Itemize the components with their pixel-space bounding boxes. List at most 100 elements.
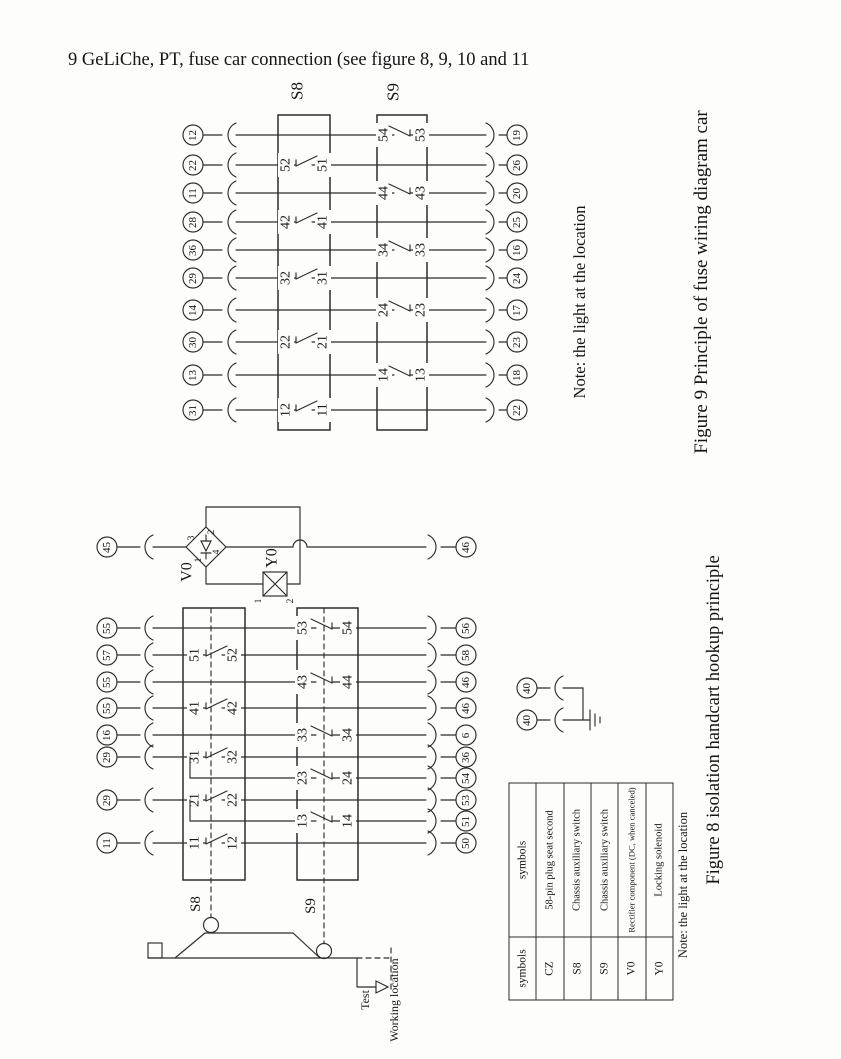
terminal-11: 11 — [96, 832, 118, 854]
terminal-number: 25 — [511, 217, 523, 229]
terminal-number: 53 — [460, 795, 472, 807]
terminal-number: 40 — [521, 683, 533, 695]
table-cell: Chassis auxiliary switch — [590, 782, 618, 937]
contact-number: 21 — [188, 793, 203, 807]
terminal-17: 17 — [506, 299, 528, 321]
terminal-number: 56 — [460, 623, 472, 635]
terminal-number: 57 — [101, 650, 113, 662]
contact-number: 13 — [414, 368, 429, 382]
contact-number: 52 — [226, 648, 241, 662]
terminal-number: 6 — [460, 732, 472, 738]
contact-number: 34 — [341, 728, 356, 742]
terminal-26: 26 — [506, 154, 528, 176]
contact-number: 34 — [377, 243, 392, 257]
connector-s9-label: S9 — [384, 83, 403, 101]
terminal-number: 46 — [460, 677, 472, 689]
contact-number: 24 — [377, 303, 392, 317]
solenoid-label: Y0 — [264, 548, 281, 568]
table-cell: S8 — [563, 936, 591, 1000]
terminal-number: 23 — [511, 337, 523, 349]
table-cell: V0 — [617, 936, 646, 1000]
contact-number: 33 — [296, 728, 311, 742]
contact-number: 43 — [414, 186, 429, 200]
terminal-13: 13 — [182, 364, 204, 386]
terminal-number: 55 — [101, 623, 113, 635]
terminal-number: 22 — [187, 160, 199, 171]
contact-number: 23 — [296, 771, 311, 785]
contact-number: 54 — [377, 128, 392, 142]
contact-number: 23 — [414, 303, 429, 317]
table-header: symbols — [508, 936, 536, 1000]
terminal-number: 19 — [511, 130, 523, 142]
terminal-54: 54 — [455, 767, 477, 789]
terminal-22: 22 — [182, 154, 204, 176]
solenoid-pin: 2 — [286, 598, 296, 603]
terminal-number: 45 — [101, 542, 113, 554]
terminal-58: 58 — [455, 644, 477, 666]
table-cell: Y0 — [645, 936, 673, 1000]
contact-number: 53 — [414, 128, 429, 142]
contact-number: 51 — [316, 158, 331, 172]
figure9-caption: Figure 9 Principle of fuse wiring diagra… — [691, 110, 712, 454]
terminal-40: 40 — [516, 709, 538, 731]
terminal-number: 11 — [187, 188, 199, 199]
terminal-number: 50 — [460, 838, 472, 850]
figure8-caption: Figure 8 isolation handcart hookup princ… — [704, 555, 724, 885]
terminal-24: 24 — [506, 267, 528, 289]
terminal-46: 46 — [455, 697, 477, 719]
terminal-number: 58 — [460, 650, 472, 662]
test-position-label: Test — [358, 989, 372, 1009]
rectifier-pin: 1 — [194, 557, 204, 562]
terminal-number: 20 — [511, 188, 523, 200]
contact-number: 32 — [279, 271, 294, 285]
terminal-55: 55 — [96, 697, 118, 719]
terminal-31: 31 — [182, 399, 204, 421]
contact-number: 54 — [341, 621, 356, 635]
terminal-16: 16 — [96, 724, 118, 746]
terminal-number: 11 — [101, 838, 113, 849]
contact-number: 24 — [341, 771, 356, 785]
contact-number: 31 — [316, 271, 331, 285]
contact-number: 51 — [188, 648, 203, 662]
terminal-45: 45 — [96, 536, 118, 558]
terminal-29: 29 — [182, 267, 204, 289]
table-cell: Rectifier component (DC, when canceled) — [617, 782, 646, 937]
mechanism-s8-label: S8 — [188, 896, 204, 912]
terminal-number: 46 — [460, 542, 472, 554]
terminal-number: 12 — [187, 130, 199, 141]
terminal-number: 14 — [187, 305, 199, 317]
contact-number: 13 — [296, 814, 311, 828]
terminal-number: 16 — [101, 730, 113, 742]
contact-number: 32 — [226, 750, 241, 764]
terminal-number: 54 — [460, 773, 472, 785]
contact-number: 44 — [377, 186, 392, 200]
terminal-46: 46 — [455, 536, 477, 558]
page-title: 9 GeLiChe, PT, fuse car connection (see … — [68, 50, 530, 70]
contact-number: 12 — [279, 403, 294, 417]
contact-number: 43 — [296, 675, 311, 689]
contact-number: 14 — [377, 368, 392, 382]
terminal-19: 19 — [506, 124, 528, 146]
terminal-6: 6 — [455, 724, 477, 746]
rectifier-pin: 3 — [187, 535, 197, 540]
contact-number: 42 — [279, 215, 294, 229]
terminal-46: 46 — [455, 671, 477, 693]
terminal-20: 20 — [506, 182, 528, 204]
contact-number: 52 — [279, 158, 294, 172]
figure8-note: Note: the light at the location — [676, 811, 690, 959]
contact-number: 11 — [316, 403, 331, 416]
terminal-number: 51 — [460, 816, 472, 827]
table-cell: CZ — [535, 936, 564, 1000]
terminal-51: 51 — [455, 810, 477, 832]
terminal-55: 55 — [96, 671, 118, 693]
terminal-50: 50 — [455, 832, 477, 854]
terminal-number: 29 — [101, 752, 113, 764]
terminal-number: 36 — [187, 245, 199, 257]
terminal-number: 55 — [101, 703, 113, 715]
solenoid-pin: 1 — [254, 598, 264, 603]
